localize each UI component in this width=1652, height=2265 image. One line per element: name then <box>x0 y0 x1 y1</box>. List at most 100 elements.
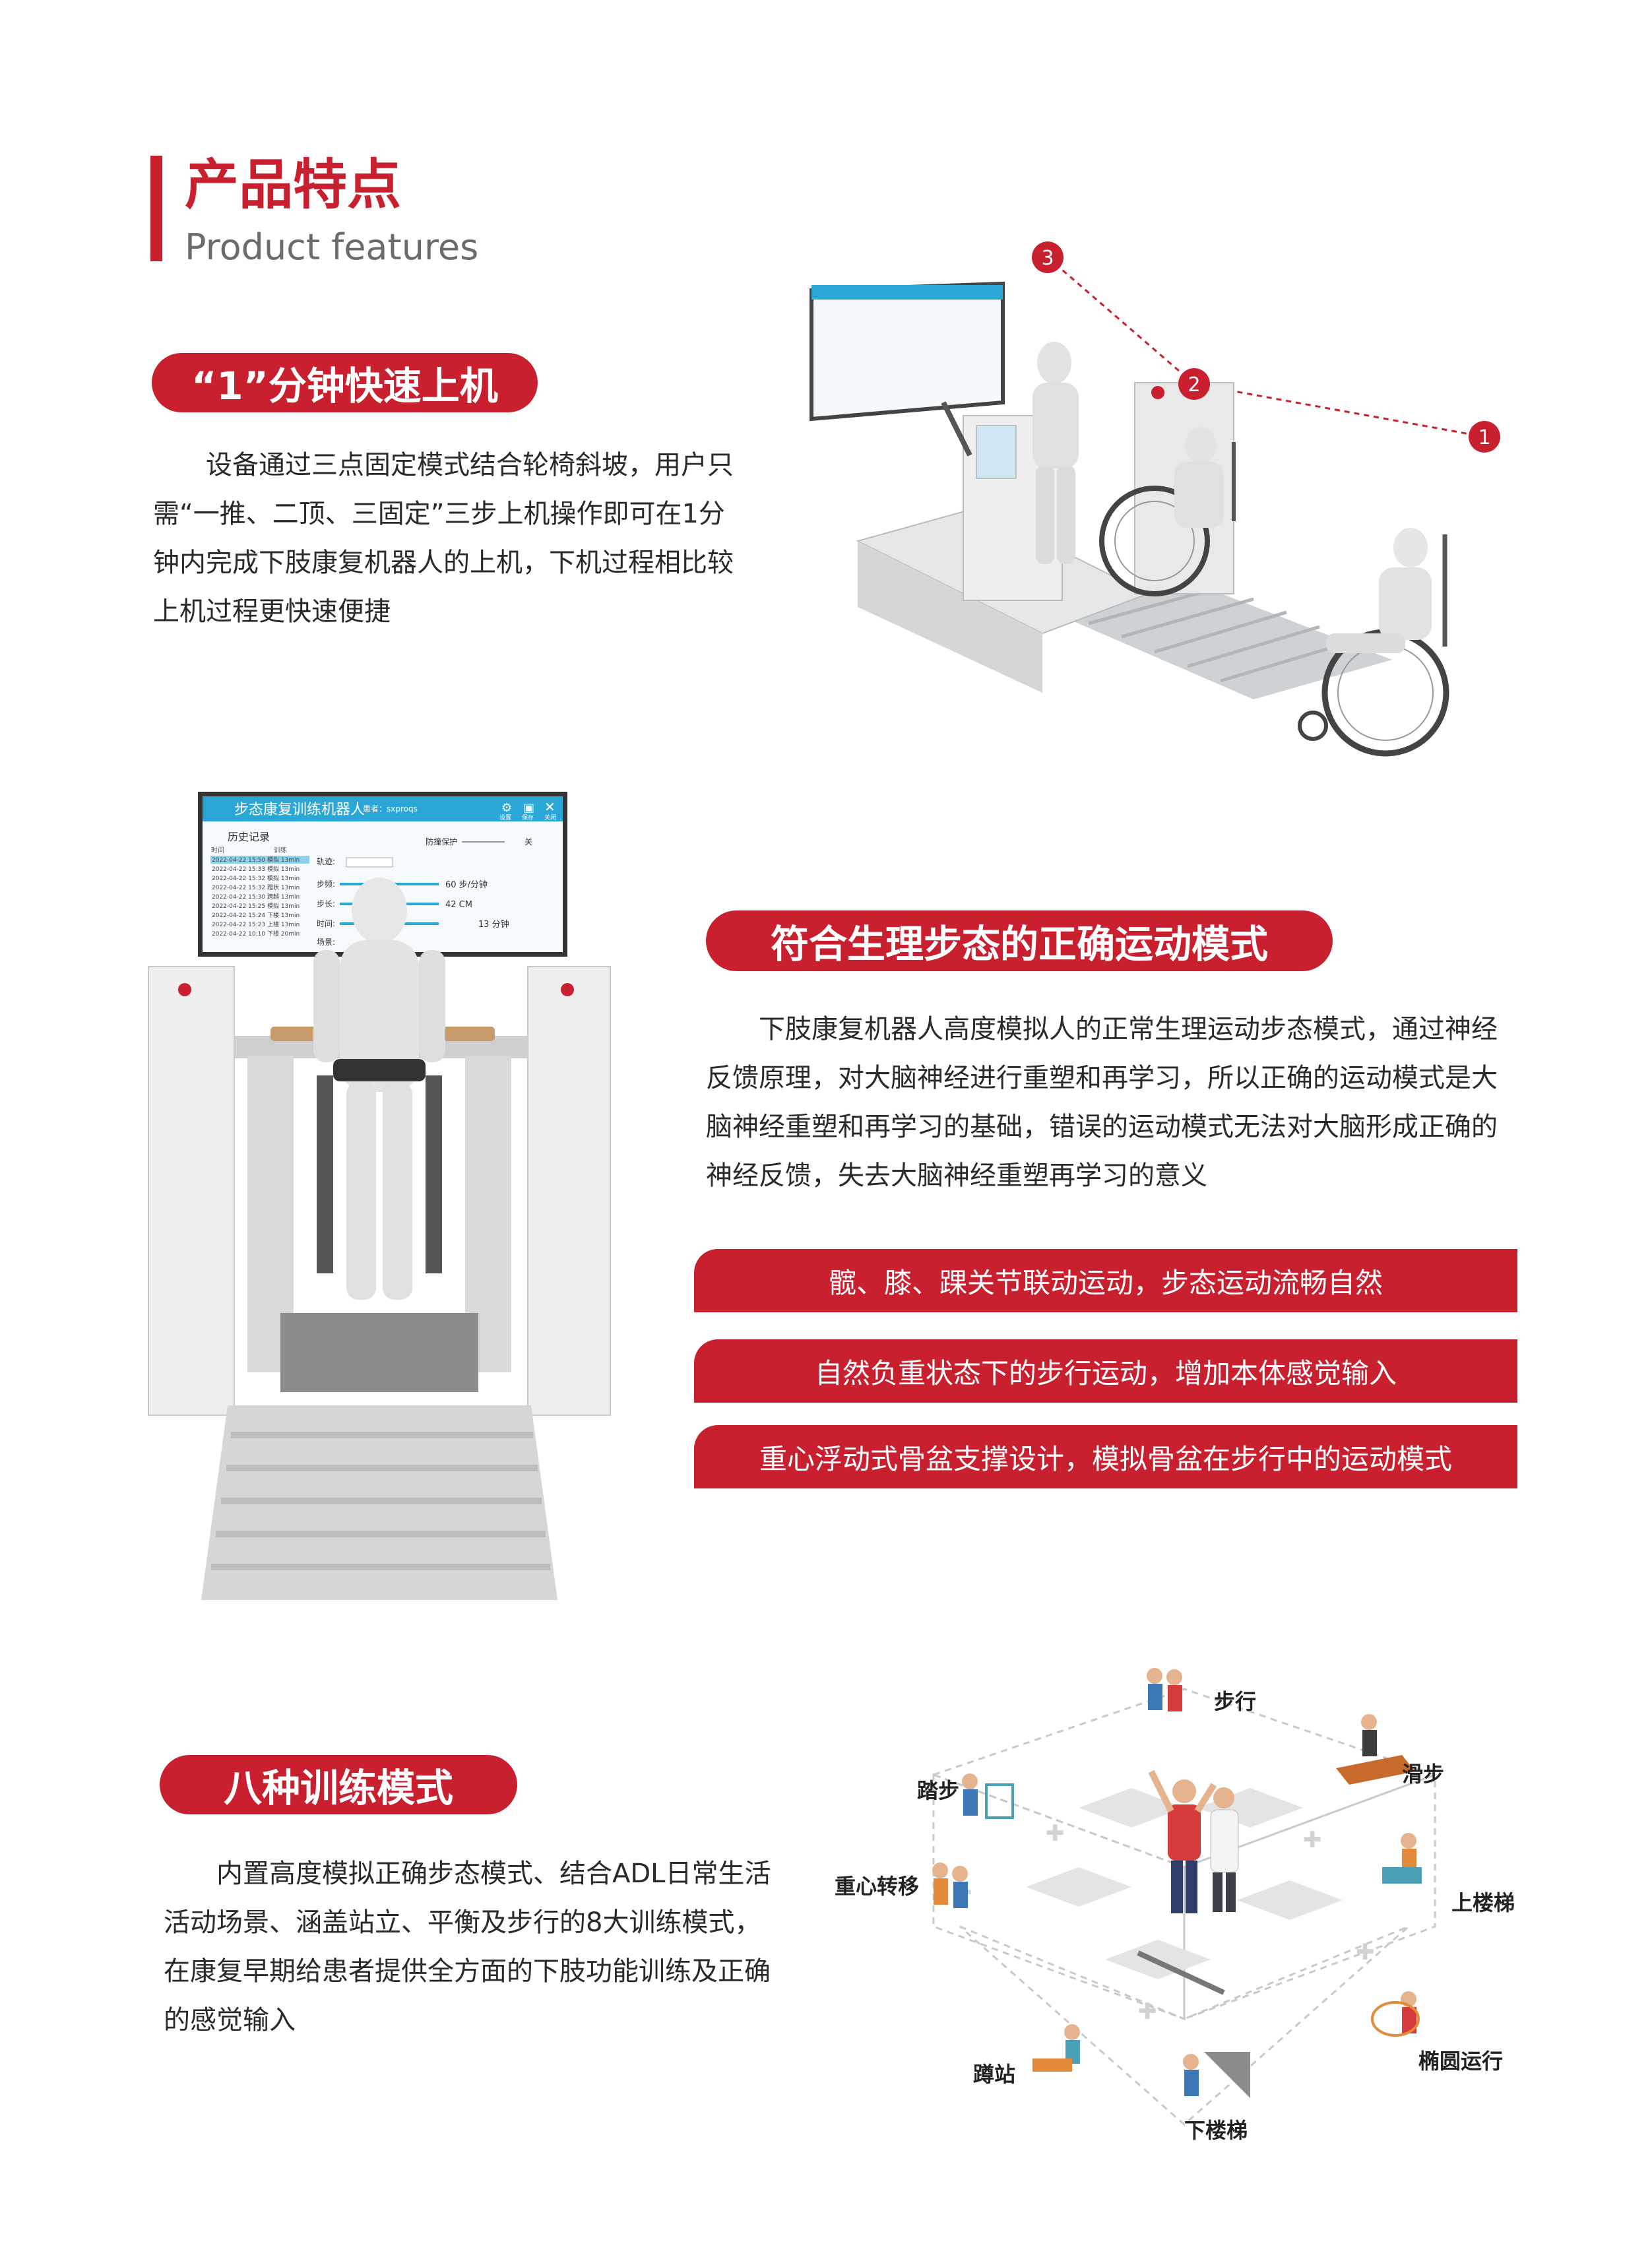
left-column <box>148 966 235 1416</box>
monitor-titlebar <box>811 285 1003 300</box>
title-accent-bar <box>150 156 162 261</box>
exoskeleton-right <box>426 1075 442 1273</box>
page-subtitle: Product features <box>185 226 479 268</box>
training-modes-diagram: ✚✚✚ ✚✚ <box>835 1668 1515 2143</box>
robot-boarding-illustration: 3 2 1 <box>810 241 1500 757</box>
user-arm-right <box>419 950 445 1062</box>
screen-save-button[interactable]: ▣ 保存 <box>522 801 534 821</box>
mode-figure-walk <box>1147 1668 1182 1711</box>
user-head-back <box>352 877 407 943</box>
marker-3: 3 <box>1032 241 1064 273</box>
pelvic-belt <box>333 1059 426 1081</box>
track-label: 轨迹: <box>317 857 335 866</box>
svg-text:✚: ✚ <box>1303 1827 1322 1853</box>
section-2-title: 符合生理步态的正确运动模式 <box>706 910 1333 971</box>
history-row[interactable]: 2022-04-22 10:10 下楼 20min <box>212 930 300 938</box>
scene-label: 场景: <box>317 938 335 947</box>
ramp-treads <box>1088 585 1353 683</box>
track-select[interactable] <box>346 857 393 868</box>
mode-label-elliptical: 椭圆运行 <box>1418 2049 1503 2074</box>
user-back <box>340 940 419 1092</box>
svg-text:✚: ✚ <box>1046 1820 1065 1847</box>
section-1-body: 设备通过三点固定模式结合轮椅斜坡，用户只需“一推、二顶、三固定”三步上机操作即可… <box>153 441 750 636</box>
history-row[interactable]: 2022-04-22 15:25 模拟 13min <box>212 902 300 910</box>
curved-monitor <box>810 281 1005 422</box>
history-title: 历史记录 <box>228 831 270 843</box>
user-leg-right-back <box>383 1082 412 1300</box>
section-3-body: 内置高度模拟正确步态模式、结合ADL日常生活活动场景、涵盖站立、平衡及步行的8大… <box>164 1849 787 2045</box>
svg-text:✚: ✚ <box>1356 1939 1375 1965</box>
time-value: 13 分钟 <box>478 919 509 930</box>
mode-figure-upstairs <box>1382 1833 1422 1884</box>
monitor-arm <box>941 401 972 457</box>
user-head <box>1037 342 1071 384</box>
exoskeleton-left <box>317 1075 333 1273</box>
user-leg-left-back <box>346 1082 376 1300</box>
mode-label-stepping: 踏步 <box>917 1778 959 1803</box>
protect-label: 防撞保护 <box>426 837 457 846</box>
page-title: 产品特点 <box>185 154 402 216</box>
mode-figure-glide <box>1336 1714 1415 1785</box>
control-panel <box>976 425 1017 479</box>
gear-icon: ⚙ <box>501 801 512 815</box>
feature-tab-1: 髋、膝、踝关节联动运动，步态运动流畅自然 <box>694 1249 1517 1312</box>
svg-text:2: 2 <box>1188 373 1200 397</box>
right-emergency-icon <box>561 983 574 996</box>
robot-front-illustration: 步态康复训练机器人 患者：sxproqs ⚙ 设置 ▣ 保存 ✕ 关闭 历史记录… <box>148 792 611 1600</box>
section-2-paragraph: 下肢康复机器人高度模拟人的正常生理运动步态模式，通过神经反馈原理，对大脑神经进行… <box>706 1014 1498 1191</box>
svg-text:1: 1 <box>1478 426 1490 449</box>
history-row[interactable]: 2022-04-22 15:30 跨越 13min <box>212 893 300 901</box>
robot-base-side <box>858 541 1042 693</box>
history-row[interactable]: 2022-04-22 15:50 模拟 13min <box>212 856 300 864</box>
time-label: 时间: <box>317 919 335 928</box>
decorative-crosses: ✚✚✚ ✚✚ <box>953 1820 1375 2025</box>
close-icon: ✕ <box>544 799 556 815</box>
svg-text:3: 3 <box>1041 247 1054 270</box>
marker-2: 2 <box>1178 368 1210 400</box>
user-leg-right <box>1057 465 1075 564</box>
svg-text:设置: 设置 <box>499 814 511 821</box>
section-1-paragraph: 设备通过三点固定模式结合轮椅斜坡，用户只需“一推、二顶、三固定”三步上机操作即可… <box>153 450 734 627</box>
history-row[interactable]: 2022-04-22 15:24 下楼 13min <box>212 911 300 919</box>
screen-settings-button[interactable]: ⚙ 设置 <box>499 801 512 821</box>
history-list: 2022-04-22 15:50 模拟 13min 2022-04-22 15:… <box>212 856 300 938</box>
user-torso <box>1032 383 1079 468</box>
svg-text:关闭: 关闭 <box>544 813 556 821</box>
mode-label-downstairs: 下楼梯 <box>1184 2118 1248 2143</box>
history-col-time: 时间 <box>211 846 224 854</box>
save-icon: ▣ <box>523 801 534 815</box>
screen-titlebar <box>203 796 563 821</box>
history-row[interactable]: 2022-04-22 15:23 上楼 13min <box>212 920 300 928</box>
history-row[interactable]: 2022-04-22 15:32 蹬状 13min <box>212 883 300 891</box>
marker-1: 1 <box>1469 421 1500 453</box>
speed-label: 步频: <box>317 879 335 889</box>
user-leg-left <box>1036 465 1054 564</box>
history-row[interactable]: 2022-04-22 15:32 模拟 13min <box>212 874 300 882</box>
history-row[interactable]: 2022-04-22 15:33 模拟 13min <box>212 865 300 873</box>
treadmill <box>280 1313 478 1392</box>
mode-label-walk: 步行 <box>1214 1689 1256 1714</box>
section-2-body: 下肢康复机器人高度模拟人的正常生理运动步态模式，通过神经反馈原理，对大脑神经进行… <box>706 1005 1511 1200</box>
wheelchair-waiting <box>1298 528 1449 757</box>
mode-label-glide: 滑步 <box>1402 1762 1444 1787</box>
screen-close-button[interactable]: ✕ 关闭 <box>544 799 556 821</box>
emergency-stop-icon <box>1151 386 1164 399</box>
svg-text:✚: ✚ <box>1138 1998 1157 2025</box>
mode-label-weight-shift: 重心转移 <box>835 1874 919 1899</box>
section-3-paragraph: 内置高度模拟正确步态模式、结合ADL日常生活活动场景、涵盖站立、平衡及步行的8大… <box>164 1859 771 2035</box>
protect-value: 关 <box>524 837 532 846</box>
left-emergency-icon <box>178 983 191 996</box>
history-selected-row <box>210 856 309 864</box>
screen-app-title: 步态康复训练机器人 <box>234 802 365 818</box>
right-column <box>527 966 611 1416</box>
mode-label-upstairs: 上楼梯 <box>1451 1890 1515 1915</box>
svg-text:保存: 保存 <box>522 813 534 821</box>
marker-path <box>1047 256 1485 438</box>
mode-figure-downstairs <box>1183 2052 1250 2098</box>
screen-user: 患者：sxproqs <box>363 804 418 813</box>
central-figures <box>1137 1770 1239 1995</box>
feature-tab-3: 重心浮动式骨盆支撑设计，模拟骨盆在步行中的运动模式 <box>694 1425 1517 1488</box>
wheelchair-boarding <box>1099 427 1236 596</box>
history-col-params: 训练 <box>274 846 287 854</box>
length-value: 42 CM <box>445 900 472 910</box>
